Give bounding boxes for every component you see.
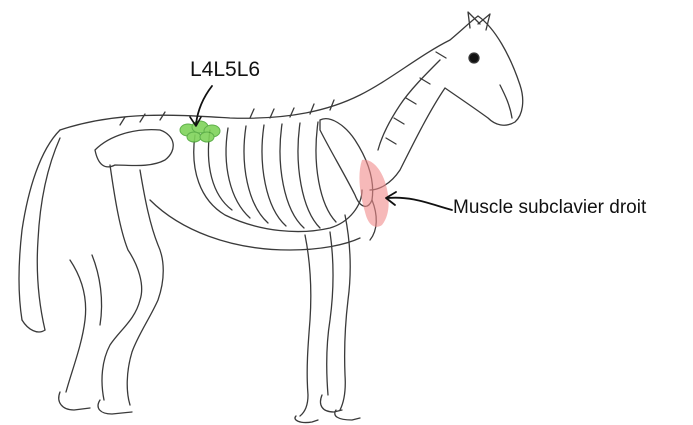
eye-icon <box>469 53 479 63</box>
vertebrae-pointer <box>196 86 212 124</box>
horse-outline <box>19 12 523 423</box>
vertebrae-label: L4L5L6 <box>190 58 260 82</box>
muscle-label: Muscle subclavier droit <box>453 197 646 219</box>
vertebrae-highlight <box>180 121 220 142</box>
muscle-highlight <box>359 160 388 227</box>
muscle-pointer <box>388 198 452 210</box>
